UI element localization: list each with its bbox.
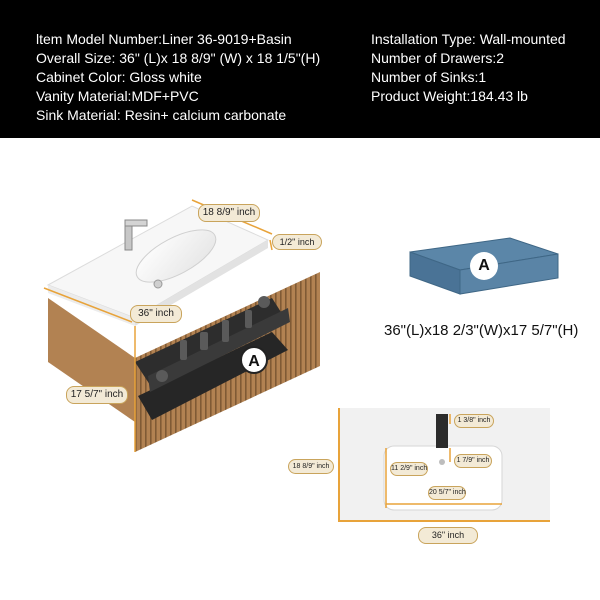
top-view-basin-width-label: 20 5/7" inch: [428, 486, 466, 500]
top-view-depth-label: 18 8/9" inch: [288, 459, 334, 474]
top-view-faucet: [436, 414, 448, 448]
vanity-thickness-label: 1/2" inch: [272, 234, 322, 250]
faucet: [124, 223, 133, 251]
spec-overall-size: Overall Size: 36" (L)x 18 8/9" (W) x 18 …: [36, 50, 321, 66]
vanity-depth-label: 18 8/9" inch: [198, 204, 260, 222]
drawer-contents: [156, 296, 270, 382]
spec-column-right: Installation Type: Wall-mounted Number o…: [371, 30, 566, 106]
drawer-front-upper: [148, 308, 290, 392]
top-view-basin-offset-label: 1 7/9" inch: [454, 454, 492, 468]
spec-vanity-material: Vanity Material:MDF+PVC: [36, 88, 199, 104]
top-view-faucet-label: 1 3/8" inch: [454, 414, 494, 428]
countertop-edge-front: [135, 240, 268, 326]
top-view-length-label: 36" inch: [418, 527, 478, 544]
spec-sink-count: Number of Sinks:1: [371, 69, 487, 85]
faucet-spout: [124, 219, 148, 227]
thickness-dimension-line: [269, 239, 273, 251]
spec-drawer-count: Number of Drawers:2: [371, 50, 505, 66]
spec-model-number: ltem Model Number:Liner 36-9019+Basin: [36, 31, 292, 47]
block-dimensions-caption: 36"(L)x18 2/3"(W)x17 5/7"(H): [384, 322, 579, 339]
spec-product-weight: Product Weight:184.43 lb: [371, 88, 528, 104]
vanity-height-label: 17 5/7" inch: [66, 386, 128, 404]
vanity-length-label: 36" inch: [130, 305, 182, 323]
countertop-edge: [48, 285, 135, 326]
block-badge-a: A: [470, 252, 498, 280]
length-dimension-line: [43, 287, 133, 323]
top-view-drain: [439, 459, 445, 465]
spec-column-left: ltem Model Number:Liner 36-9019+Basin Ov…: [36, 30, 320, 125]
spec-sink-material: Sink Material: Resin+ calcium carbonate: [36, 107, 287, 123]
top-view-illustration: [338, 408, 550, 522]
sink-drain: [153, 279, 163, 289]
top-view-basin-depth-label: 11 2/9" inch: [390, 462, 428, 476]
spec-installation-type: Installation Type: Wall-mounted: [371, 31, 566, 47]
spec-cabinet-color: Cabinet Color: Gloss white: [36, 69, 202, 85]
sink-basin: [135, 229, 217, 283]
block-side-face: [459, 253, 559, 295]
vanity-illustration: [43, 199, 320, 452]
spec-header: ltem Model Number:Liner 36-9019+Basin Ov…: [0, 0, 600, 138]
vanity-badge-a: A: [240, 346, 268, 374]
